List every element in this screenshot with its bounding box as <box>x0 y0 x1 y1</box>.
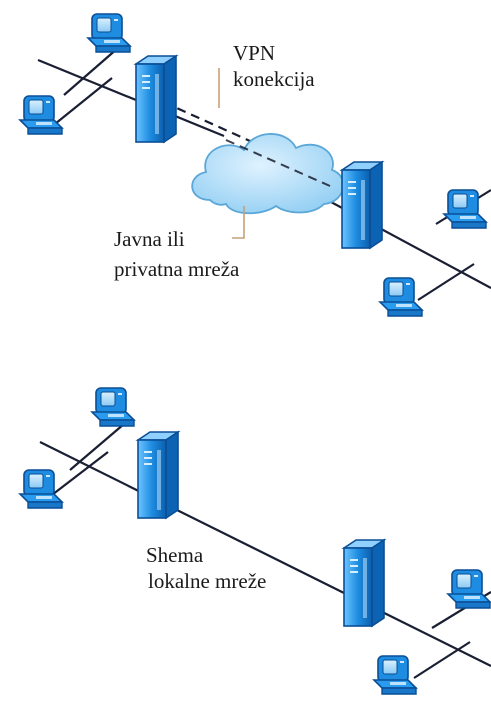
vpn-label-line2: konekcija <box>233 67 315 91</box>
workstation-icon <box>87 13 131 53</box>
network-label-leader <box>232 206 245 239</box>
cloud-icon <box>191 133 345 215</box>
vpn-diagram <box>19 13 491 317</box>
lan-label-line2: lokalne mreže <box>148 569 267 593</box>
network-label-line1: Javna ili <box>114 227 185 251</box>
workstation-icon <box>91 387 135 427</box>
lan-diagram <box>19 387 491 695</box>
server-icon <box>341 161 383 249</box>
server-icon <box>137 431 179 519</box>
lan-label-line1: Shema <box>146 543 204 567</box>
vpn-label-line1: VPN <box>233 41 276 65</box>
workstation-icon <box>19 469 63 509</box>
workstation-icon <box>373 655 417 695</box>
network-label: Javna ili privatna mreža <box>114 226 239 282</box>
lan-label: Shema lokalne mreže <box>146 542 266 594</box>
workstation-icon <box>447 569 491 609</box>
vpn-label: VPN konekcija <box>233 40 315 92</box>
workstation-icon <box>379 277 423 317</box>
workstation-icon <box>19 95 63 135</box>
network-label-line2: privatna mreža <box>114 257 240 281</box>
server-icon <box>135 55 177 143</box>
server-icon <box>343 539 385 627</box>
